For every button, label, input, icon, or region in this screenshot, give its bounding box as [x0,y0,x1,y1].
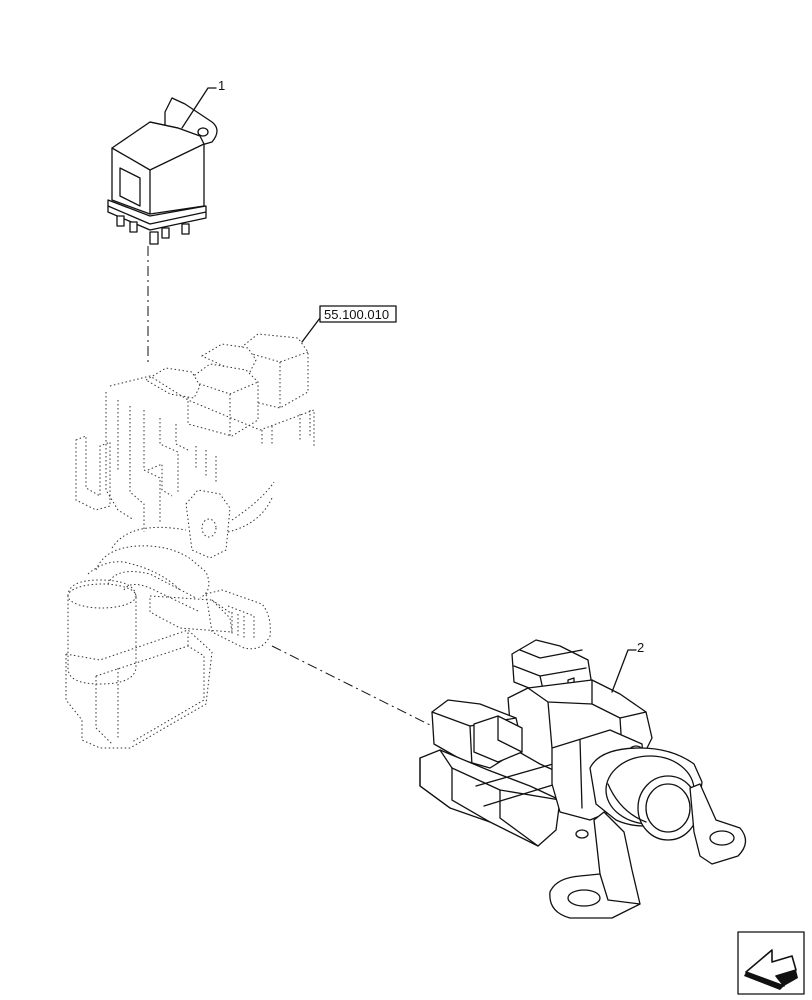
sensor-part [419,639,747,919]
reference-label: 55.100.010 [324,307,389,322]
callout-2-label: 2 [637,640,644,655]
arrow-icon[interactable] [737,931,805,995]
relay-part [107,97,218,245]
reference-box: 55.100.010 [301,305,397,343]
callout-1-leader [181,87,217,129]
callout-2-leader [611,649,637,693]
wiring-harness [65,333,315,749]
callout-1-label: 1 [218,78,225,93]
alignment-line-sensor [271,645,441,731]
